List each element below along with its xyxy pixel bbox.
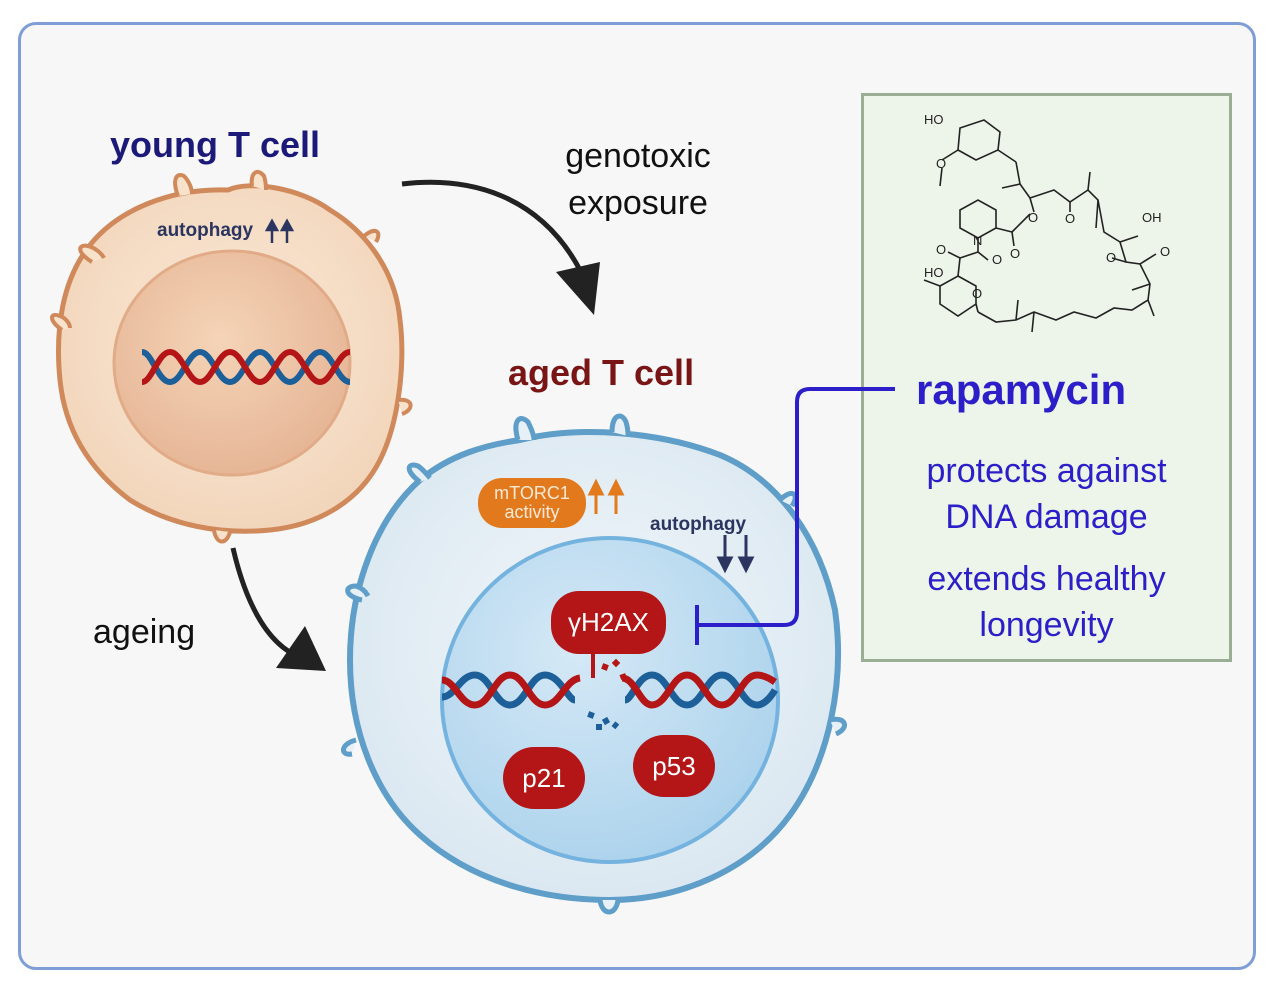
- drug-panel-box: [861, 93, 1232, 662]
- ageing-label: ageing: [93, 613, 196, 651]
- effect-dna-protection: protects against DNA damage: [861, 448, 1232, 540]
- atom-label: O: [1010, 246, 1020, 261]
- young-t-cell-title: young T cell: [110, 124, 321, 165]
- inhibition-line: [698, 387, 895, 627]
- rapamycin-title: rapamycin: [916, 366, 1127, 413]
- effect2-line1: extends healthy: [927, 560, 1166, 598]
- atom-label: O: [1160, 244, 1170, 259]
- atom-label: N: [973, 233, 982, 248]
- mtorc1-activity-badge: mTORC1 activity: [478, 478, 586, 528]
- young-t-cell: [50, 169, 413, 544]
- rapamycin-structure: [923, 119, 1157, 333]
- atom-label: O: [1106, 250, 1116, 265]
- ageing-arrow: [230, 547, 326, 671]
- genotoxic-line1: genotoxic: [565, 137, 711, 175]
- effect-longevity: extends healthy longevity: [861, 556, 1232, 648]
- aged-t-cell-title: aged T cell: [508, 352, 695, 393]
- atom-label: OH: [1142, 210, 1162, 225]
- gh2ax-marker: γH2AX: [551, 591, 666, 654]
- rapamycin-atom-labels: HO O N O O O OH O O HO O O O: [924, 112, 1170, 301]
- atom-label: O: [936, 156, 946, 171]
- atom-label: O: [992, 252, 1002, 267]
- effect1-line1: protects against: [926, 452, 1167, 490]
- young-autophagy-label: autophagy: [157, 220, 254, 241]
- p53-marker: p53: [633, 735, 715, 797]
- effect2-line2: longevity: [979, 606, 1114, 644]
- aged-dna-helix: [441, 671, 779, 709]
- young-autophagy-up-arrows: [264, 218, 295, 243]
- p21-marker: p21: [503, 747, 585, 809]
- aged-autophagy-label: autophagy: [650, 514, 747, 535]
- mtorc1-line2: activity: [504, 502, 560, 522]
- dna-break-fragments: [587, 658, 627, 730]
- young-dna-helix: [141, 348, 351, 386]
- mtorc1-up-arrows: [587, 478, 625, 514]
- atom-label: O: [1065, 211, 1075, 226]
- genotoxic-arrow: [401, 179, 600, 315]
- effect1-line2: DNA damage: [945, 498, 1148, 536]
- mtorc1-line1: mTORC1: [494, 483, 570, 503]
- young-nucleus: [112, 249, 352, 477]
- genotoxic-line2: exposure: [568, 184, 708, 222]
- autophagy-down-arrows: [716, 535, 755, 574]
- atom-label: O: [972, 286, 982, 301]
- atom-label: O: [1028, 210, 1038, 225]
- aged-t-cell: [341, 413, 847, 915]
- atom-label: HO: [924, 265, 944, 280]
- atom-label: O: [936, 242, 946, 257]
- genotoxic-exposure-label: genotoxic exposure: [548, 133, 728, 227]
- atom-label: HO: [924, 112, 944, 127]
